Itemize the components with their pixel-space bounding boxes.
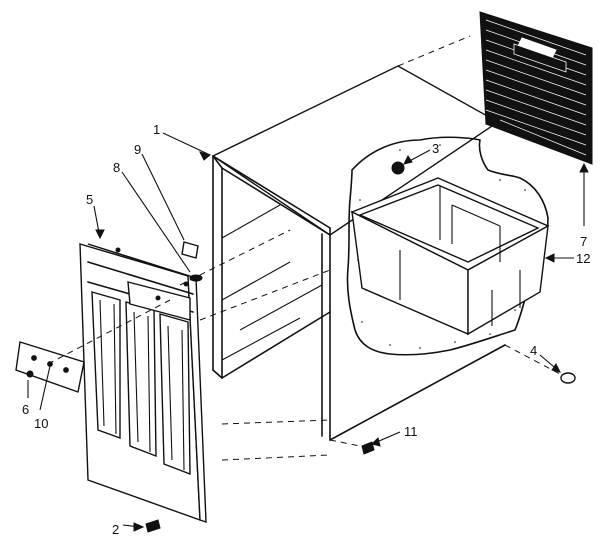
hinge-pin-9 bbox=[181, 241, 199, 259]
callout-8: 8 bbox=[113, 160, 120, 175]
callout-2: 2 bbox=[112, 522, 119, 537]
grille-panel bbox=[479, 11, 593, 165]
callout-6: 6 bbox=[22, 402, 29, 417]
callout-11: 11 bbox=[404, 424, 418, 439]
bushing-3 bbox=[391, 161, 405, 175]
callout-9: 9 bbox=[134, 142, 141, 157]
storage-bin bbox=[350, 177, 550, 336]
screw-2 bbox=[145, 519, 161, 533]
callout-5: 5 bbox=[86, 192, 93, 207]
callout-7: 7 bbox=[580, 234, 587, 249]
callout-1: 1 bbox=[153, 122, 160, 137]
screw-8 bbox=[189, 274, 203, 282]
cabinet-liner bbox=[211, 65, 506, 441]
callout-10: 10 bbox=[34, 416, 48, 431]
callout-4: 4 bbox=[530, 343, 537, 358]
door-panel bbox=[79, 243, 207, 523]
screw-11 bbox=[361, 441, 375, 455]
leader-lines bbox=[27, 132, 589, 532]
callout-3: 3 bbox=[432, 141, 439, 156]
alignment-lines bbox=[47, 35, 561, 461]
foot-4 bbox=[560, 372, 576, 384]
callout-12: 12 bbox=[576, 251, 590, 266]
callout-labels: 1 2 3 4 5 6 7 8 9 10 11 12 bbox=[22, 122, 590, 537]
